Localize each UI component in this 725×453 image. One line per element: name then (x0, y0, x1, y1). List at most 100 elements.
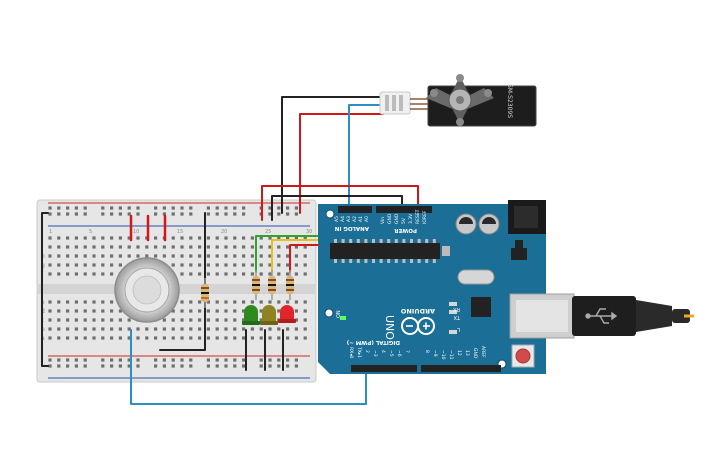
breadboard-hole[interactable] (286, 358, 290, 362)
breadboard-hole[interactable] (286, 272, 290, 276)
breadboard-hole[interactable] (277, 254, 281, 258)
breadboard-hole[interactable] (83, 254, 87, 258)
breadboard-hole[interactable] (259, 336, 263, 340)
breadboard-hole[interactable] (171, 245, 175, 249)
wire-red-5v-rail[interactable] (261, 185, 419, 221)
breadboard-hole[interactable] (162, 336, 166, 340)
breadboard-hole[interactable] (154, 327, 158, 331)
servo-motor[interactable]: SM-S2309S (379, 74, 537, 127)
breadboard-hole[interactable] (189, 263, 193, 267)
gas-sensor[interactable] (114, 257, 180, 323)
breadboard-hole[interactable] (110, 318, 114, 322)
breadboard-hole[interactable] (268, 206, 272, 210)
breadboard-hole[interactable] (224, 272, 228, 276)
wire-black-gnd-rail[interactable] (271, 195, 403, 221)
breadboard-hole[interactable] (154, 364, 158, 368)
breadboard-hole[interactable] (286, 206, 290, 210)
breadboard-hole[interactable] (127, 336, 131, 340)
breadboard-hole[interactable] (171, 358, 175, 362)
breadboard-hole[interactable] (74, 254, 78, 258)
breadboard-hole[interactable] (110, 206, 114, 210)
breadboard-hole[interactable] (277, 206, 281, 210)
breadboard-hole[interactable] (294, 254, 298, 258)
breadboard-hole[interactable] (57, 318, 61, 322)
breadboard-hole[interactable] (92, 327, 96, 331)
breadboard-hole[interactable] (215, 272, 219, 276)
breadboard-hole[interactable] (118, 336, 122, 340)
breadboard-hole[interactable] (83, 206, 87, 210)
breadboard-hole[interactable] (180, 336, 184, 340)
breadboard-hole[interactable] (92, 272, 96, 276)
breadboard-hole[interactable] (189, 245, 193, 249)
breadboard-hole[interactable] (294, 327, 298, 331)
breadboard-hole[interactable] (162, 318, 166, 322)
breadboard-hole[interactable] (277, 327, 281, 331)
breadboard-hole[interactable] (294, 263, 298, 267)
breadboard-hole[interactable] (198, 327, 202, 331)
breadboard-hole[interactable] (83, 272, 87, 276)
breadboard-hole[interactable] (180, 309, 184, 313)
breadboard-hole[interactable] (206, 358, 210, 362)
breadboard-hole[interactable] (224, 245, 228, 249)
breadboard-hole[interactable] (101, 318, 105, 322)
breadboard-hole[interactable] (233, 327, 237, 331)
breadboard-hole[interactable] (57, 254, 61, 258)
breadboard-hole[interactable] (145, 245, 149, 249)
breadboard-hole[interactable] (250, 327, 254, 331)
breadboard-hole[interactable] (277, 300, 281, 304)
breadboard-hole[interactable] (154, 206, 158, 210)
breadboard-hole[interactable] (110, 300, 114, 304)
breadboard-hole[interactable] (215, 236, 219, 240)
breadboard-hole[interactable] (250, 263, 254, 267)
breadboard-hole[interactable] (206, 300, 210, 304)
breadboard-hole[interactable] (277, 212, 281, 216)
breadboard-hole[interactable] (233, 206, 237, 210)
breadboard-hole[interactable] (259, 318, 263, 322)
breadboard-hole[interactable] (189, 212, 193, 216)
breadboard-hole[interactable] (101, 364, 105, 368)
breadboard-hole[interactable] (83, 318, 87, 322)
breadboard-hole[interactable] (303, 272, 307, 276)
breadboard-hole[interactable] (136, 364, 140, 368)
breadboard-hole[interactable] (215, 263, 219, 267)
breadboard-hole[interactable] (224, 327, 228, 331)
breadboard-hole[interactable] (48, 364, 52, 368)
breadboard-hole[interactable] (154, 245, 158, 249)
breadboard-hole[interactable] (189, 364, 193, 368)
breadboard-hole[interactable] (180, 236, 184, 240)
breadboard-hole[interactable] (57, 263, 61, 267)
breadboard-hole[interactable] (118, 263, 122, 267)
breadboard-hole[interactable] (180, 358, 184, 362)
breadboard-hole[interactable] (171, 364, 175, 368)
breadboard-hole[interactable] (136, 254, 140, 258)
breadboard-hole[interactable] (92, 318, 96, 322)
breadboard-hole[interactable] (48, 272, 52, 276)
breadboard-hole[interactable] (136, 358, 140, 362)
breadboard-hole[interactable] (206, 263, 210, 267)
resistor-led-yellow[interactable] (268, 270, 276, 300)
breadboard-hole[interactable] (224, 364, 228, 368)
breadboard-hole[interactable] (189, 236, 193, 240)
breadboard-hole[interactable] (206, 236, 210, 240)
breadboard-hole[interactable] (145, 254, 149, 258)
breadboard-hole[interactable] (242, 300, 246, 304)
breadboard-hole[interactable] (286, 336, 290, 340)
breadboard-hole[interactable] (224, 254, 228, 258)
breadboard-hole[interactable] (215, 309, 219, 313)
breadboard-hole[interactable] (206, 272, 210, 276)
breadboard-hole[interactable] (233, 358, 237, 362)
breadboard-hole[interactable] (48, 336, 52, 340)
breadboard-hole[interactable] (242, 336, 246, 340)
breadboard-hole[interactable] (206, 245, 210, 249)
breadboard-hole[interactable] (233, 272, 237, 276)
breadboard-hole[interactable] (136, 245, 140, 249)
breadboard-hole[interactable] (303, 336, 307, 340)
wire-black-left-rail[interactable] (41, 212, 49, 367)
breadboard-hole[interactable] (136, 236, 140, 240)
breadboard-hole[interactable] (268, 358, 272, 362)
breadboard-hole[interactable] (180, 300, 184, 304)
breadboard-hole[interactable] (118, 309, 122, 313)
breadboard-hole[interactable] (242, 318, 246, 322)
breadboard-hole[interactable] (101, 245, 105, 249)
breadboard-hole[interactable] (277, 336, 281, 340)
